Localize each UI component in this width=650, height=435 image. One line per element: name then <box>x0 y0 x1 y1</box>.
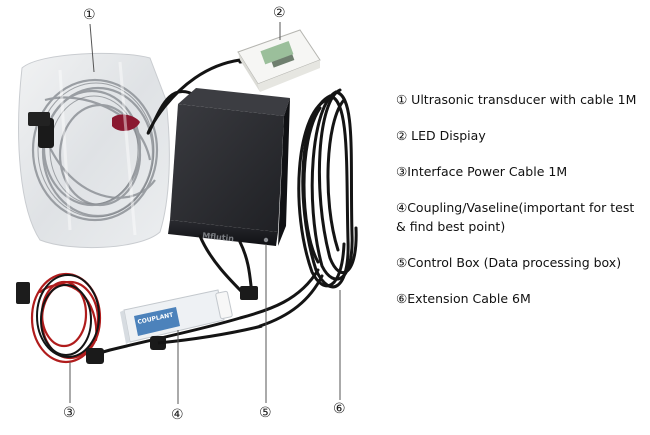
callout-5: ⑤ <box>259 405 272 421</box>
callout-2: ② <box>273 5 286 21</box>
callout-6: ⑥ <box>333 401 346 417</box>
coupling-tube: COUPLANT <box>120 289 233 344</box>
ultrasonic-transducer-bag <box>18 52 170 249</box>
interface-power-cable <box>16 272 102 364</box>
led-display <box>237 29 321 92</box>
extension-connectors <box>86 324 263 364</box>
parts-legend: ① Ultrasonic transducer with cable 1M ② … <box>396 90 646 308</box>
legend-item-led-display: ② LED Dispiay <box>396 128 486 143</box>
callout-3: ③ <box>63 405 76 421</box>
legend-item-coupling: ④Coupling/Vaseline(important for test & … <box>396 200 635 234</box>
callout-4: ④ <box>171 407 184 423</box>
box-brand-label: Mflutin <box>202 231 235 243</box>
legend-item-extension-cable: ⑥Extension Cable 6M <box>396 291 531 306</box>
legend-item-power-cable: ③Interface Power Cable 1M <box>396 164 568 179</box>
callout-lines <box>69 22 341 404</box>
legend-item-control-box: ⑤Control Box (Data processing box) <box>396 255 622 270</box>
control-box: Mflutin <box>168 88 290 246</box>
callout-1: ① <box>83 7 96 23</box>
extension-cable-coil <box>108 88 358 352</box>
box-connector <box>240 286 258 300</box>
legend-item-transducer: ① Ultrasonic transducer with cable 1M <box>396 92 637 107</box>
